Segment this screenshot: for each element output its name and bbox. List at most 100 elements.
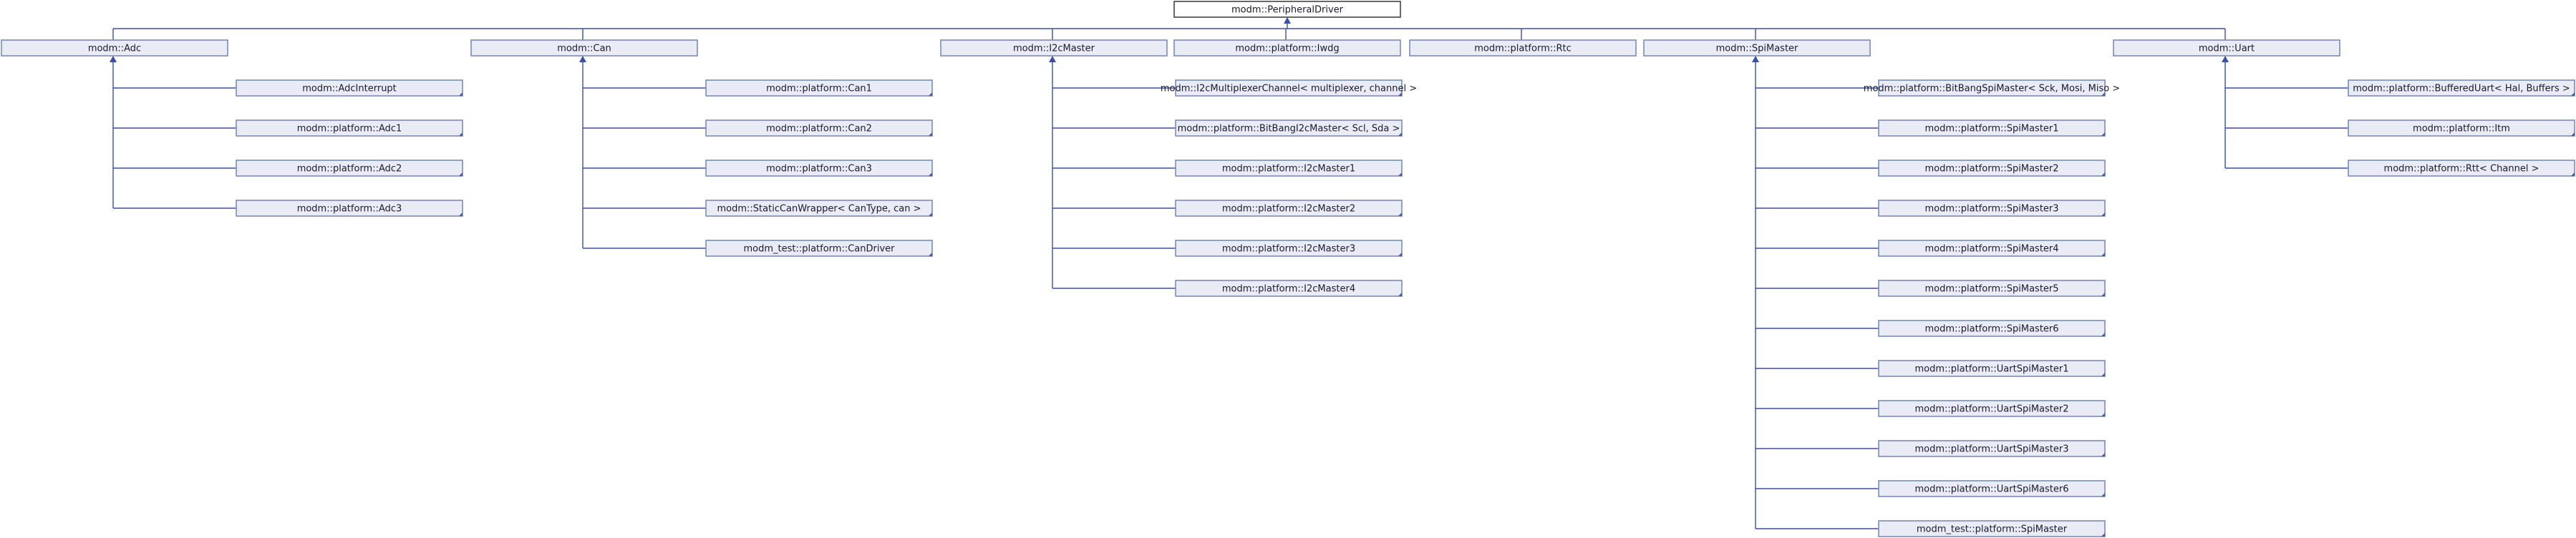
- class-node-modm-test-platform-spimaster[interactable]: modm_test::platform::SpiMaster: [1878, 520, 2106, 537]
- class-node-modm-platform-can1[interactable]: modm::platform::Can1: [705, 79, 933, 97]
- class-node-modm-platform-uartspimaster6-label: modm::platform::UartSpiMaster6: [1915, 484, 2069, 495]
- class-node-modm-i2cmaster[interactable]: modm::I2cMaster: [940, 39, 1168, 57]
- class-node-modm-adc-label: modm::Adc: [88, 44, 141, 54]
- class-node-modm-platform-uartspimaster2[interactable]: modm::platform::UartSpiMaster2: [1878, 400, 2106, 417]
- class-node-modm-platform-uartspimaster3[interactable]: modm::platform::UartSpiMaster3: [1878, 440, 2106, 457]
- class-node-modm-platform-iwdg-label: modm::platform::Iwdg: [1235, 44, 1339, 54]
- inheritance-arrow-icon: [110, 56, 117, 62]
- class-node-modm-platform-spimaster2-label: modm::platform::SpiMaster2: [1924, 164, 2058, 175]
- class-node-modm-platform-adc2[interactable]: modm::platform::Adc2: [236, 160, 463, 177]
- class-node-modm-platform-can1-box: [705, 79, 933, 97]
- class-node-modm-platform-spimaster4-box: [1878, 240, 2106, 257]
- class-node-modm-platform-rtc-box: [1409, 39, 1637, 57]
- class-node-modm-platform-spimaster1[interactable]: modm::platform::SpiMaster1: [1878, 119, 2106, 137]
- collapsed-marker-icon: [2101, 92, 2105, 96]
- class-node-modm-platform-rtc-label: modm::platform::Rtc: [1474, 44, 1572, 54]
- class-node-modm-platform-spimaster6[interactable]: modm::platform::SpiMaster6: [1878, 320, 2106, 337]
- class-node-modm-platform-buffereduart-hal-buffers-box: [2348, 79, 2575, 97]
- inheritance-arrow-icon: [1752, 56, 1759, 62]
- class-node-modm-platform-i2cmaster1[interactable]: modm::platform::I2cMaster1: [1175, 160, 1403, 177]
- class-node-modm-platform-can2[interactable]: modm::platform::Can2: [705, 119, 933, 137]
- collapsed-marker-icon: [929, 92, 932, 96]
- collapsed-marker-icon: [2101, 333, 2105, 336]
- class-node-modm-platform-can2-box: [705, 119, 933, 137]
- class-node-modm-can[interactable]: modm::Can: [470, 39, 698, 57]
- class-node-modm-staticcanwrapper-cantype-can[interactable]: modm::StaticCanWrapper< CanType, can >: [705, 200, 933, 217]
- inheritance-arrow-icon: [1049, 56, 1056, 62]
- class-node-modm-platform-i2cmaster2-label: modm::platform::I2cMaster2: [1222, 204, 1355, 215]
- collapsed-marker-icon: [2101, 493, 2105, 497]
- class-node-root[interactable]: modm::PeripheralDriver: [1173, 1, 1401, 18]
- class-node-modm-can-box: [470, 39, 698, 57]
- class-node-modm-platform-bitbangspimaster-sck-mosi-miso-label: modm::platform::BitBangSpiMaster< Sck, M…: [1864, 84, 2120, 94]
- class-node-modm-platform-itm-box: [2348, 119, 2575, 137]
- class-node-modm-i2cmultiplexerchannel-multiplexer-channel[interactable]: modm::I2cMultiplexerChannel< multiplexer…: [1161, 79, 1417, 97]
- class-node-modm-platform-spimaster3[interactable]: modm::platform::SpiMaster3: [1878, 200, 2106, 217]
- class-node-modm-platform-rtc[interactable]: modm::platform::Rtc: [1409, 39, 1637, 57]
- class-node-modm-staticcanwrapper-cantype-can-label: modm::StaticCanWrapper< CanType, can >: [717, 204, 921, 215]
- collapsed-marker-icon: [459, 92, 463, 96]
- class-node-modm-platform-uartspimaster1-label: modm::platform::UartSpiMaster1: [1915, 364, 2069, 375]
- class-node-modm-platform-can3[interactable]: modm::platform::Can3: [705, 160, 933, 177]
- class-node-modm-platform-adc1-label: modm::platform::Adc1: [297, 124, 402, 134]
- class-node-modm-platform-bitbangspimaster-sck-mosi-miso[interactable]: modm::platform::BitBangSpiMaster< Sck, M…: [1864, 79, 2120, 97]
- class-node-modm-uart[interactable]: modm::Uart: [2113, 39, 2340, 57]
- class-node-modm-spimaster-box: [1643, 39, 1871, 57]
- class-node-modm-platform-uartspimaster1[interactable]: modm::platform::UartSpiMaster1: [1878, 360, 2106, 377]
- class-node-modm-i2cmaster-box: [940, 39, 1168, 57]
- class-node-modm-platform-i2cmaster3[interactable]: modm::platform::I2cMaster3: [1175, 240, 1403, 257]
- class-node-modm-platform-iwdg[interactable]: modm::platform::Iwdg: [1173, 39, 1401, 57]
- class-node-modm-adcinterrupt-box: [236, 79, 463, 97]
- collapsed-marker-icon: [2101, 453, 2105, 456]
- class-node-modm-platform-bitbangi2cmaster-scl-sda-box: [1175, 119, 1403, 137]
- class-node-modm-platform-uartspimaster3-box: [1878, 440, 2106, 457]
- class-node-modm-platform-itm[interactable]: modm::platform::Itm: [2348, 119, 2575, 137]
- class-node-root-label: modm::PeripheralDriver: [1231, 5, 1344, 16]
- class-node-modm-platform-spimaster2[interactable]: modm::platform::SpiMaster2: [1878, 160, 2106, 177]
- class-node-modm-spimaster[interactable]: modm::SpiMaster: [1643, 39, 1871, 57]
- class-node-modm-test-platform-candriver[interactable]: modm_test::platform::CanDriver: [705, 240, 933, 257]
- class-node-modm-platform-can3-box: [705, 160, 933, 177]
- class-node-modm-platform-adc2-label: modm::platform::Adc2: [297, 164, 402, 175]
- class-node-modm-platform-buffereduart-hal-buffers[interactable]: modm::platform::BufferedUart< Hal, Buffe…: [2348, 79, 2575, 97]
- class-node-modm-platform-i2cmaster4-box: [1175, 280, 1403, 297]
- class-node-modm-platform-iwdg-box: [1173, 39, 1401, 57]
- class-node-modm-platform-uartspimaster3-label: modm::platform::UartSpiMaster3: [1915, 444, 2069, 455]
- class-node-modm-platform-spimaster4-label: modm::platform::SpiMaster4: [1924, 244, 2058, 255]
- class-node-modm-platform-uartspimaster1-box: [1878, 360, 2106, 377]
- class-node-modm-platform-bitbangi2cmaster-scl-sda[interactable]: modm::platform::BitBangI2cMaster< Scl, S…: [1175, 119, 1403, 137]
- class-node-modm-platform-spimaster5-label: modm::platform::SpiMaster5: [1924, 284, 2058, 295]
- class-node-modm-platform-spimaster4[interactable]: modm::platform::SpiMaster4: [1878, 240, 2106, 257]
- edges-layer: [110, 17, 2348, 529]
- collapsed-marker-icon: [1398, 172, 1402, 176]
- class-node-modm-platform-spimaster3-label: modm::platform::SpiMaster3: [1924, 204, 2058, 215]
- class-node-modm-adcinterrupt[interactable]: modm::AdcInterrupt: [236, 79, 463, 97]
- class-node-modm-platform-rtt-channel[interactable]: modm::platform::Rtt< Channel >: [2348, 160, 2575, 177]
- class-node-modm-platform-spimaster5[interactable]: modm::platform::SpiMaster5: [1878, 280, 2106, 297]
- class-node-modm-platform-spimaster3-box: [1878, 200, 2106, 217]
- collapsed-marker-icon: [2571, 132, 2575, 136]
- collapsed-marker-icon: [929, 132, 932, 136]
- class-node-modm-platform-spimaster1-box: [1878, 119, 2106, 137]
- class-node-modm-platform-adc3[interactable]: modm::platform::Adc3: [236, 200, 463, 217]
- class-node-modm-test-platform-spimaster-box: [1878, 520, 2106, 537]
- class-node-modm-platform-i2cmaster4[interactable]: modm::platform::I2cMaster4: [1175, 280, 1403, 297]
- collapsed-marker-icon: [1398, 293, 1402, 296]
- collapsed-marker-icon: [459, 172, 463, 176]
- collapsed-marker-icon: [2101, 293, 2105, 296]
- class-node-modm-platform-uartspimaster2-label: modm::platform::UartSpiMaster2: [1915, 404, 2069, 415]
- class-node-modm-platform-spimaster1-label: modm::platform::SpiMaster1: [1924, 124, 2058, 134]
- collapsed-marker-icon: [929, 172, 932, 176]
- class-node-modm-platform-adc1[interactable]: modm::platform::Adc1: [236, 119, 463, 137]
- class-node-modm-platform-i2cmaster2[interactable]: modm::platform::I2cMaster2: [1175, 200, 1403, 217]
- inheritance-arrow-icon: [2222, 56, 2229, 62]
- collapsed-marker-icon: [1398, 212, 1402, 216]
- collapsed-marker-icon: [2101, 413, 2105, 416]
- class-node-modm-platform-uartspimaster6[interactable]: modm::platform::UartSpiMaster6: [1878, 480, 2106, 497]
- class-node-modm-adc-box: [1, 39, 228, 57]
- collapsed-marker-icon: [459, 212, 463, 216]
- class-node-modm-platform-i2cmaster1-label: modm::platform::I2cMaster1: [1222, 164, 1355, 175]
- class-node-modm-adc[interactable]: modm::Adc: [1, 39, 228, 57]
- class-node-modm-staticcanwrapper-cantype-can-box: [705, 200, 933, 217]
